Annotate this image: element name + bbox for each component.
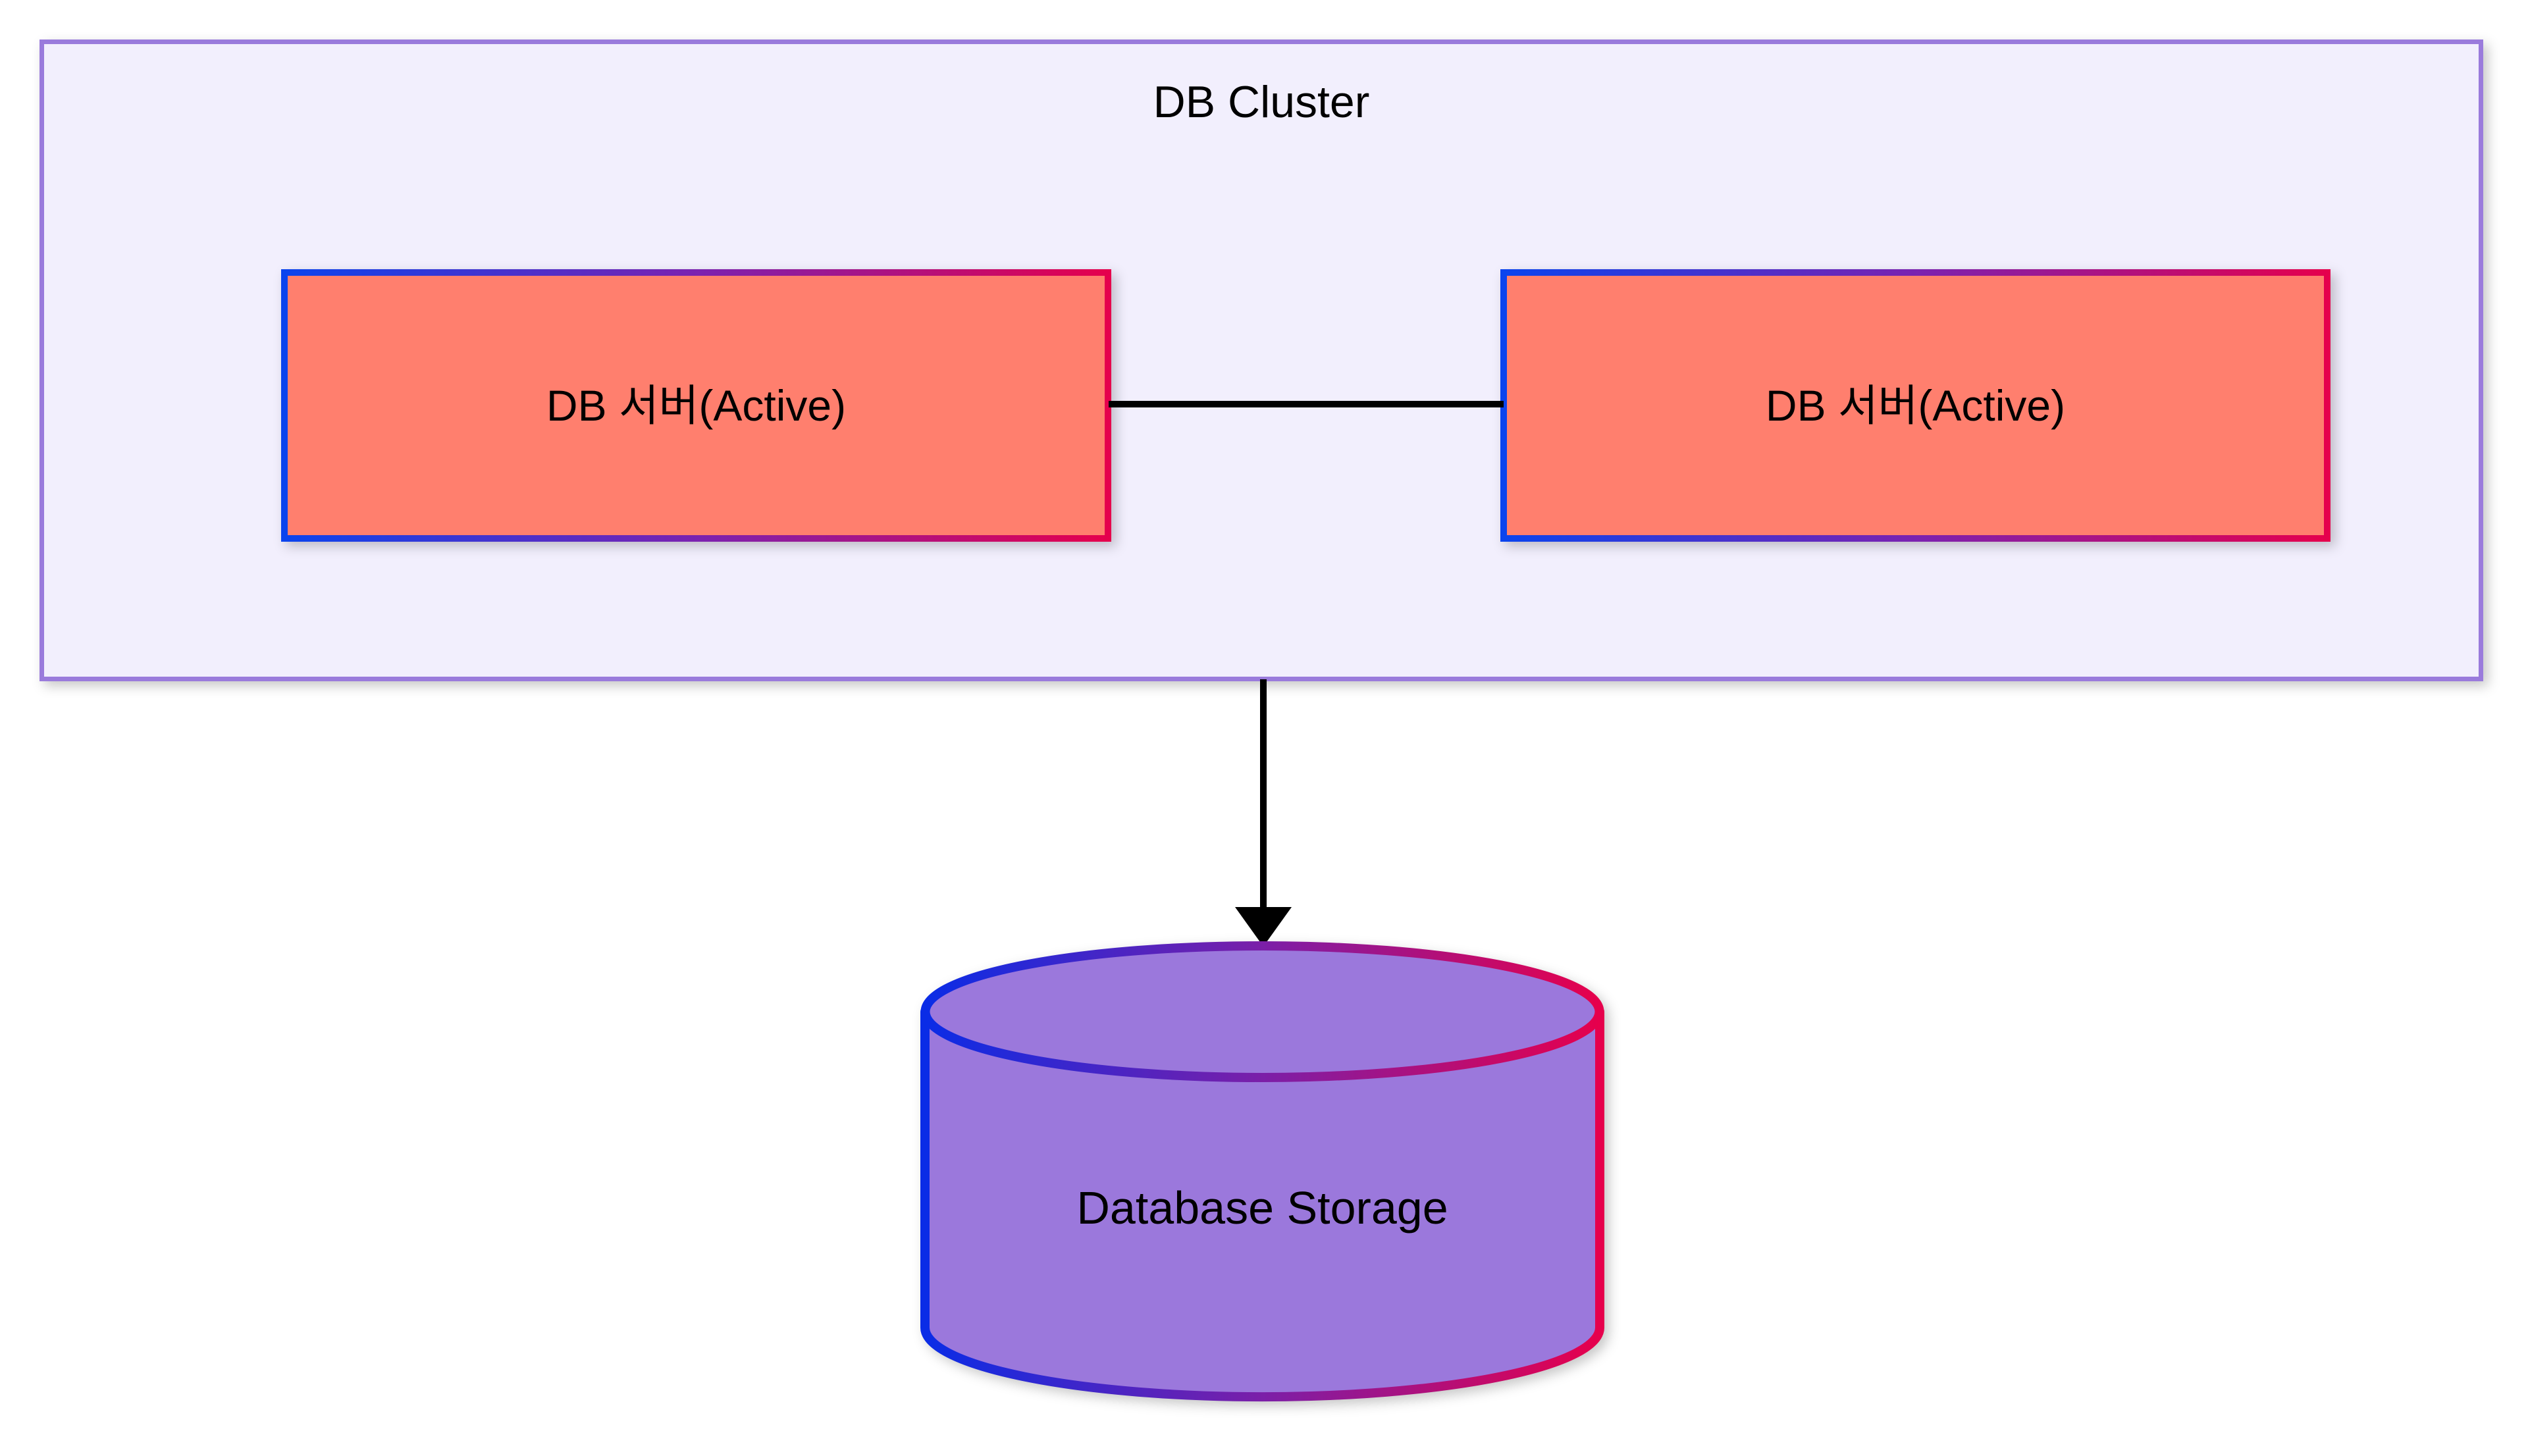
db-server-node-1-label: DB 서버(Active)	[546, 381, 847, 430]
db-cluster-container[interactable]: DB Cluster DB 서버(Active) DB 서버(Active)	[40, 39, 2483, 681]
db-server-node-2[interactable]: DB 서버(Active)	[1500, 269, 2330, 542]
cluster-to-storage-arrow-shaft[interactable]	[1260, 679, 1267, 911]
cluster-to-storage-arrow-head	[1235, 907, 1292, 947]
db-cluster-title: DB Cluster	[1153, 77, 1370, 127]
server-to-server-link[interactable]	[1109, 401, 1504, 407]
cylinder-icon	[920, 941, 1604, 1402]
database-storage-node[interactable]: Database Storage	[918, 941, 1606, 1402]
db-server-node-1[interactable]: DB 서버(Active)	[281, 269, 1111, 542]
db-server-node-2-label: DB 서버(Active)	[1765, 381, 2066, 430]
